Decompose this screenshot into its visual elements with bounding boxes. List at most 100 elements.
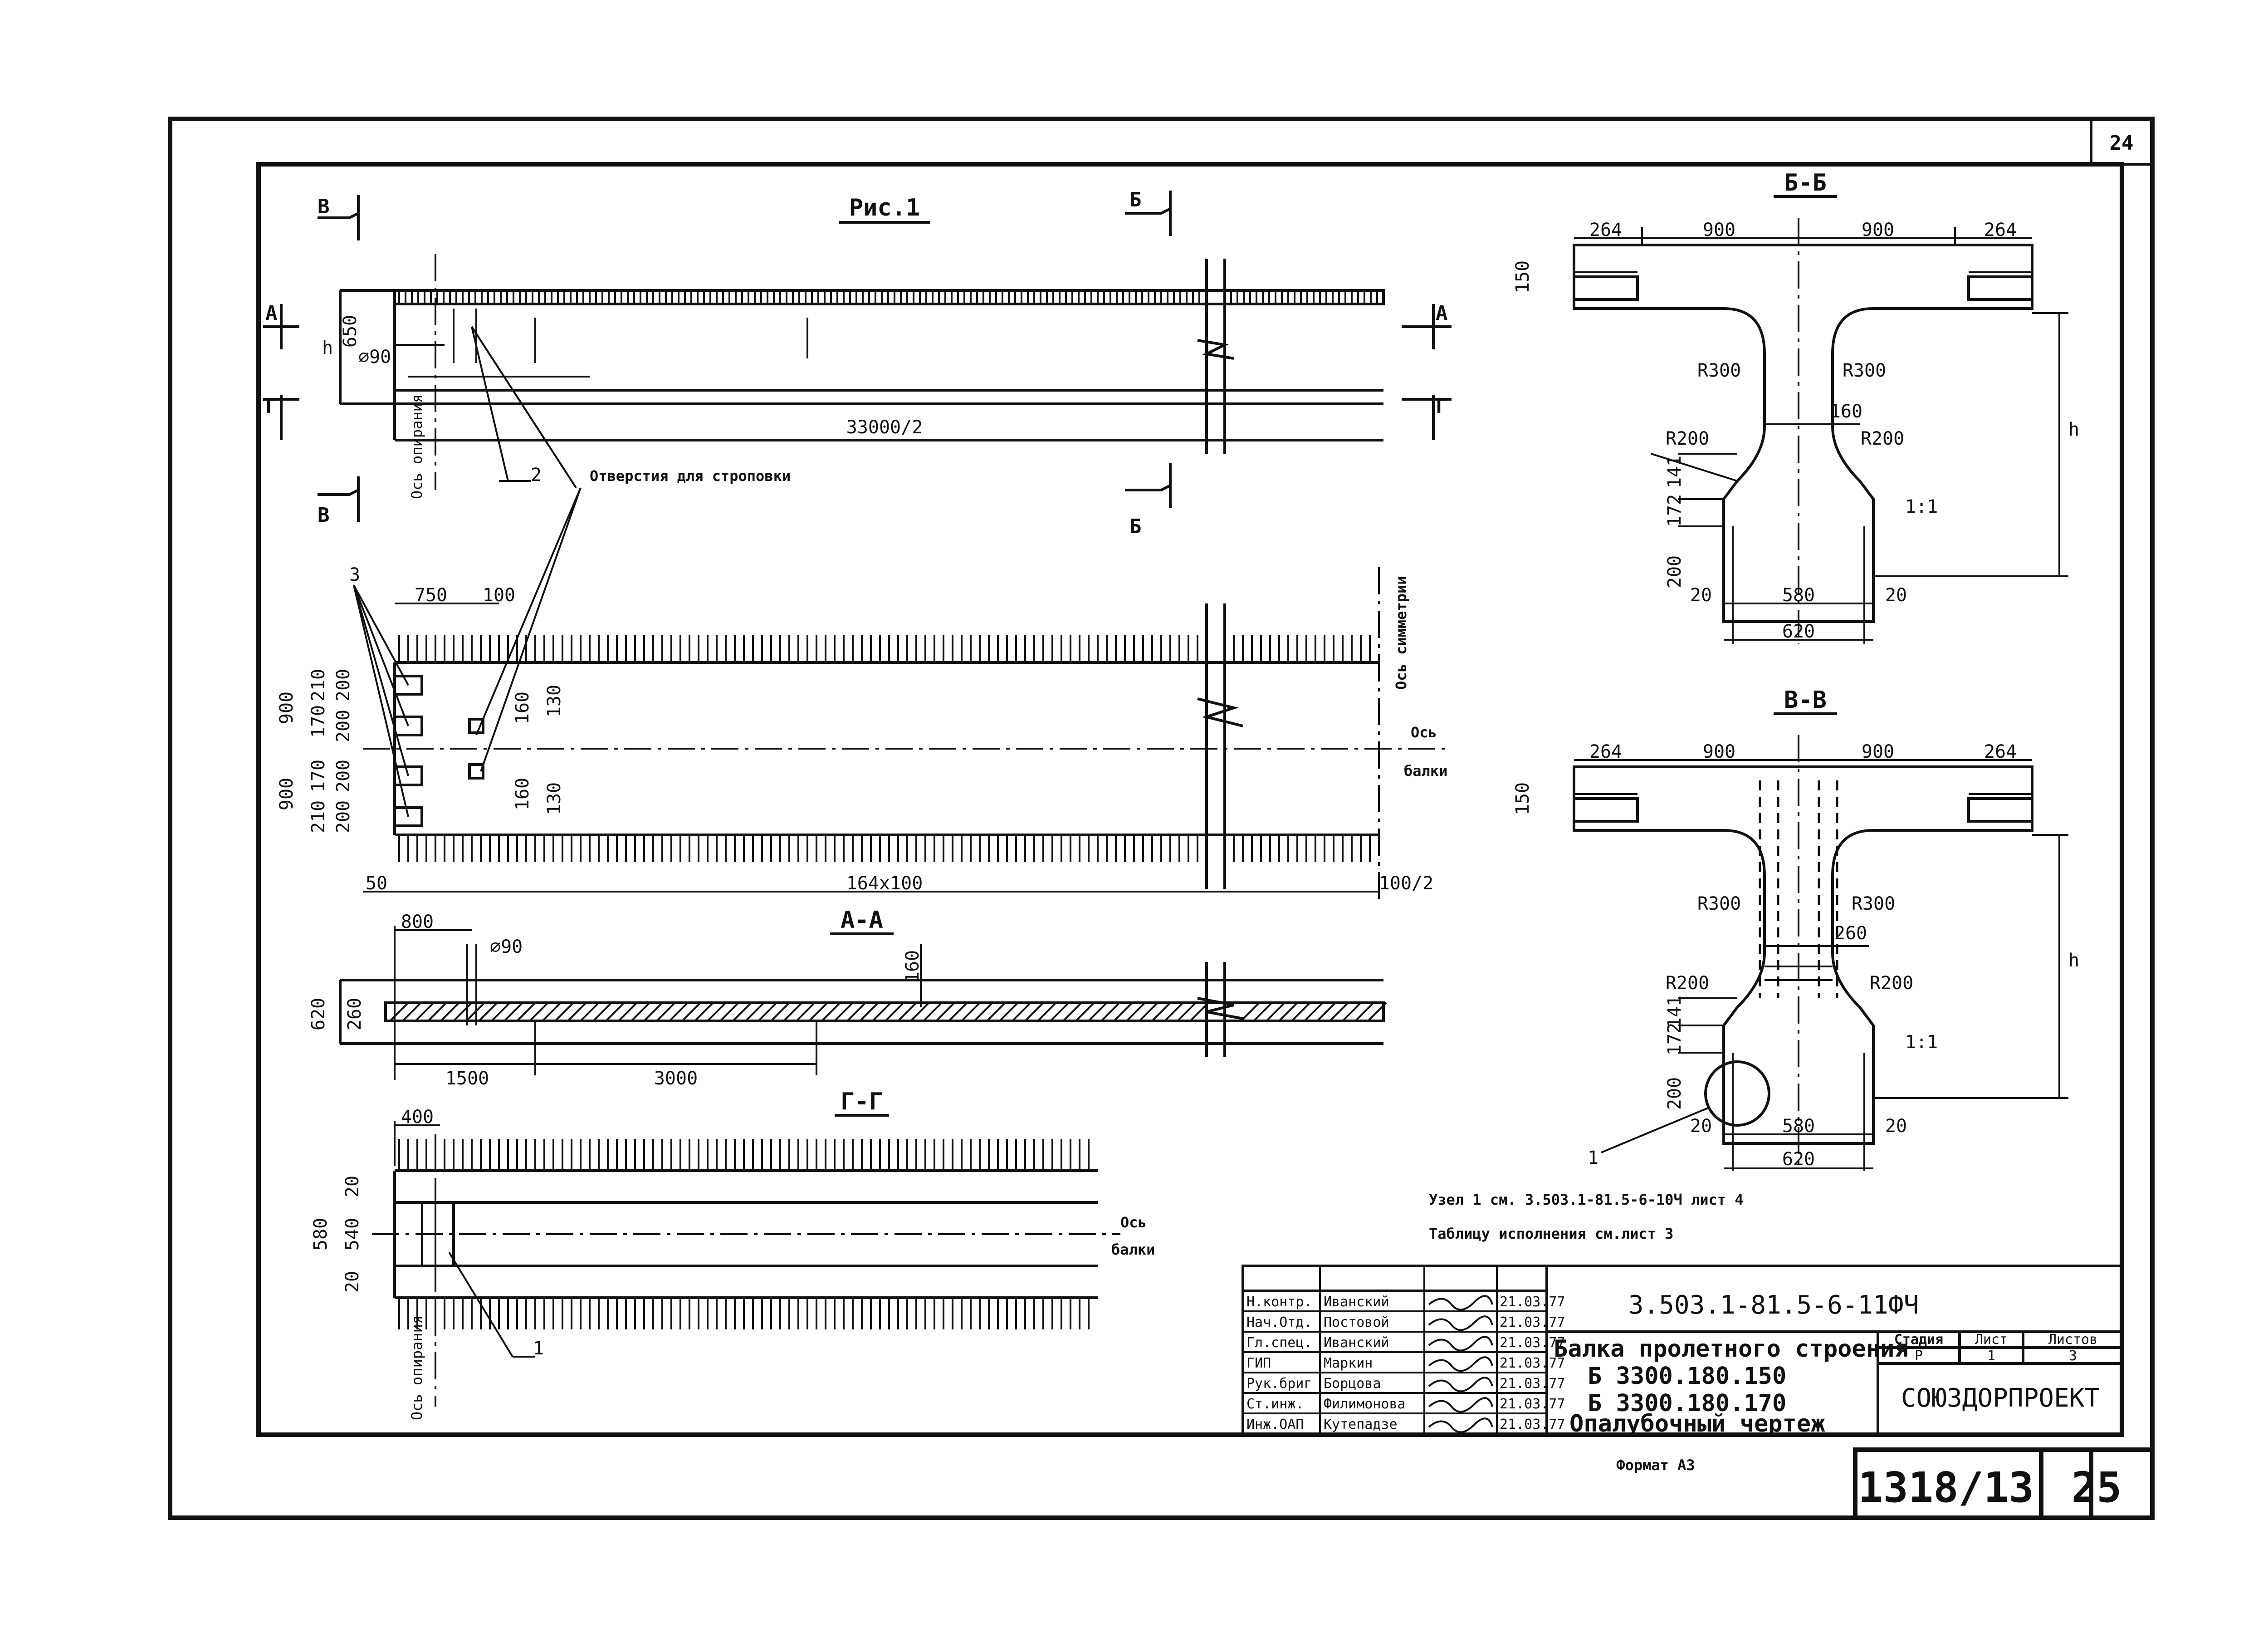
vv-dim-264b: 264 — [1984, 741, 2017, 762]
vv-dim-200: 200 — [1664, 1077, 1685, 1110]
callout-3: 3 — [349, 564, 360, 585]
table-note: Таблицу исполнения см.лист 3 — [1429, 1225, 1673, 1242]
stamp-name: Филимонова — [1324, 1396, 1406, 1412]
format-label: Формат A3 — [1616, 1456, 1695, 1474]
vv-dim-20a: 20 — [1690, 1116, 1712, 1137]
hatch-mark — [885, 1002, 904, 1022]
stage-value: Р — [1915, 1348, 1923, 1364]
dim-200c: 200 — [333, 760, 354, 792]
vv-r300a: R300 — [1697, 893, 1741, 914]
section-vv: В-В 264 900 900 264 150 R300 R300 260 R2… — [1512, 687, 2079, 1171]
bb-r200b: R200 — [1861, 428, 1904, 449]
signature-mark — [1428, 1377, 1493, 1393]
dim-160a: 160 — [512, 691, 533, 724]
plan-view: 3 750 100 900 900 210 200 170 200 170 20… — [276, 564, 1452, 903]
dim-650: 650 — [340, 315, 361, 348]
hatch-mark — [1012, 1002, 1031, 1022]
top-number-box — [2090, 118, 2154, 166]
dim-900b: 900 — [276, 778, 297, 810]
hatch-mark — [821, 1002, 841, 1022]
doc-code: 3.503.1-81.5-6-11ФЧ — [1628, 1290, 1919, 1320]
signature-mark — [1428, 1356, 1493, 1372]
hatch-mark — [999, 1002, 1019, 1022]
stamp-date: 21.03.77 — [1500, 1335, 1565, 1351]
dim-200a: 200 — [333, 669, 354, 701]
hatch-mark — [935, 1002, 955, 1022]
figure-title: Рис.1 — [849, 194, 920, 221]
bb-height-h: h — [2068, 419, 2079, 440]
elevation-view: Рис.1 650 h ⌀90 33000/2 Ось опирания 2 — [263, 188, 1452, 772]
support-axis-label: Ось опирания — [408, 394, 425, 499]
hatch-mark — [669, 1002, 689, 1022]
hatch-mark — [923, 1002, 943, 1022]
cut-V-bottom: В — [318, 504, 330, 527]
hatch-mark — [1075, 1002, 1095, 1022]
stamp-name: Кутепадзе — [1324, 1417, 1398, 1432]
dim-260-aa: 260 — [344, 998, 365, 1030]
section-bb: Б-Б 264 900 900 264 150 R300 R300 160 R2… — [1512, 169, 2079, 644]
hatch-mark — [1354, 1002, 1374, 1022]
hatch-mark — [694, 1002, 714, 1022]
stamp-role: Рук.бриг — [1246, 1376, 1312, 1392]
title-line-4: Опалубочный чертеж — [1569, 1410, 1825, 1437]
stamp-name: Маркин — [1324, 1355, 1373, 1371]
symmetry-axis-label: Ось симметрии — [1393, 576, 1410, 690]
hatch-mark — [592, 1002, 612, 1022]
vv-dim-620: 620 — [1782, 1149, 1815, 1170]
stamp-date: 21.03.77 — [1500, 1355, 1565, 1371]
hatch-mark — [796, 1002, 816, 1022]
vv-dim-264a: 264 — [1589, 741, 1622, 762]
dim-3000: 3000 — [654, 1068, 698, 1089]
hatch-mark — [478, 1002, 498, 1022]
hatch-mark — [1037, 1002, 1057, 1022]
hatch-mark — [770, 1002, 790, 1022]
vv-r300b: R300 — [1852, 893, 1895, 914]
stamp-role: Нач.Отд. — [1246, 1314, 1312, 1330]
hatch-mark — [1177, 1002, 1197, 1022]
hatch-mark — [440, 1002, 460, 1022]
hatch-mark — [1278, 1002, 1298, 1022]
sheet-bottom-number: 25 — [2072, 1463, 2122, 1512]
hatch-mark — [656, 1002, 676, 1022]
bb-dim-264b: 264 — [1984, 220, 2017, 240]
callout-1-gg: 1 — [533, 1338, 544, 1359]
cut-A-right: А — [1436, 302, 1448, 325]
signature-mark — [1428, 1336, 1493, 1352]
dim-580-gg: 580 — [310, 1218, 331, 1250]
stamp-role: Гл.спец. — [1246, 1335, 1312, 1351]
hatch-mark — [986, 1002, 1006, 1022]
hatch-mark — [745, 1002, 765, 1022]
hatch-mark — [1139, 1002, 1158, 1022]
bb-dim-150: 150 — [1512, 260, 1533, 293]
dim-1500: 1500 — [445, 1068, 489, 1089]
dim-540-gg: 540 — [342, 1218, 363, 1250]
hatch-mark — [1304, 1002, 1324, 1022]
bb-dim-172: 172 — [1664, 494, 1685, 527]
sheet-header: Лист — [1975, 1332, 2008, 1348]
signature-mark — [1428, 1295, 1493, 1311]
hatch-mark — [1088, 1002, 1108, 1022]
cut-A-left: А — [265, 302, 278, 325]
bb-dim-900b: 900 — [1862, 220, 1894, 240]
dim-800: 800 — [401, 912, 434, 932]
hatch-mark — [516, 1002, 536, 1022]
stamp-name: Иванский — [1324, 1335, 1389, 1351]
hatch-mark — [1329, 1002, 1349, 1022]
hatch-mark — [618, 1002, 638, 1022]
hatch-mark — [808, 1002, 828, 1022]
dim-750: 750 — [415, 585, 447, 606]
section-gg-title: Г-Г — [841, 1088, 883, 1115]
dim-400: 400 — [401, 1107, 434, 1128]
hatch-mark — [719, 1002, 739, 1022]
dim-dia90-elev: ⌀90 — [358, 347, 391, 368]
hatch-mark — [1342, 1002, 1362, 1022]
hatch-mark — [580, 1002, 600, 1022]
vv-r200a: R200 — [1666, 973, 1709, 994]
dim-spacing: 164x100 — [846, 873, 923, 894]
dim-170a: 170 — [308, 705, 329, 738]
bb-dim-141: 141 — [1664, 456, 1685, 488]
bb-dim-20a: 20 — [1690, 585, 1712, 606]
holes-label: Отверстия для строповки — [590, 467, 791, 485]
hatch-mark — [1253, 1002, 1273, 1022]
section-aa: А-А 800 ⌀90 620 260 160 1500 3000 — [308, 907, 1387, 1089]
